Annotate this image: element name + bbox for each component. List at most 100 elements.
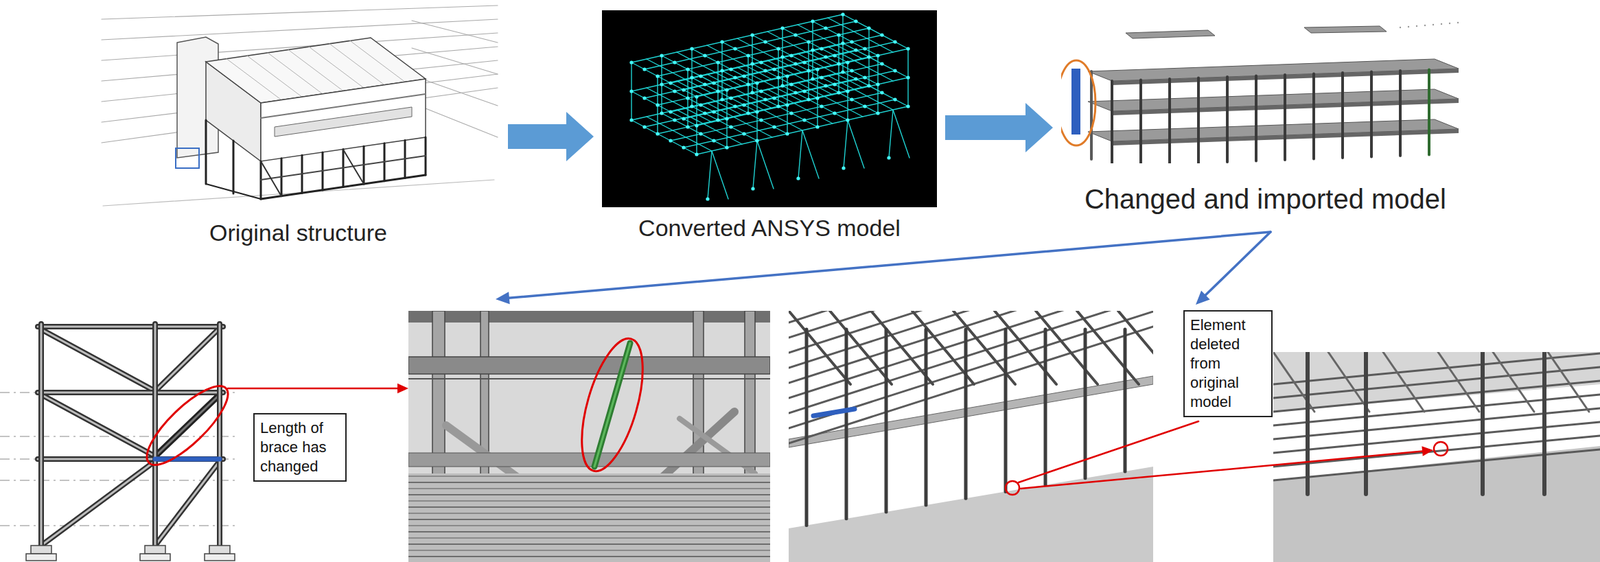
wire-node xyxy=(763,68,767,73)
wire-node xyxy=(694,152,699,156)
wire-beam xyxy=(797,82,863,117)
wire-node xyxy=(698,74,703,78)
wire-beam xyxy=(782,56,848,92)
wire-node xyxy=(789,111,793,115)
model-column xyxy=(1139,80,1143,164)
wire-node xyxy=(823,54,828,59)
wire-node xyxy=(815,96,819,100)
steel-member xyxy=(37,391,224,394)
wire-node xyxy=(810,48,815,52)
floor-slab xyxy=(788,376,1154,448)
wire-node xyxy=(698,131,703,136)
wire-node xyxy=(906,46,910,51)
beam-band xyxy=(408,356,771,375)
slab-line xyxy=(408,543,771,546)
slab-line xyxy=(408,475,771,478)
ansys-wireframe xyxy=(601,10,937,208)
wire-node xyxy=(776,46,780,51)
wire-node xyxy=(785,74,789,78)
roof-line xyxy=(308,46,364,88)
frame-column xyxy=(1363,352,1368,495)
roof-beam xyxy=(1273,394,1600,426)
wire-node xyxy=(755,80,759,85)
beam-band xyxy=(408,310,771,323)
roof-beam xyxy=(788,311,1154,429)
roof-beam xyxy=(1383,352,1425,412)
wire-node xyxy=(698,102,703,107)
floor-slab xyxy=(408,473,771,562)
footing xyxy=(26,553,57,561)
wire-beam xyxy=(737,38,803,73)
steel-member xyxy=(38,323,44,546)
wire-node xyxy=(793,32,797,37)
frame-column xyxy=(1480,352,1485,495)
wire-node xyxy=(741,74,746,78)
wire-node xyxy=(715,118,720,122)
pointer-arrow-head xyxy=(1195,291,1211,305)
wire-node xyxy=(866,83,871,88)
wire-beam xyxy=(661,84,727,119)
wire-node xyxy=(845,118,850,122)
elevation-illustration xyxy=(0,323,237,561)
slab-line xyxy=(408,481,771,484)
wire-beam xyxy=(797,24,863,60)
changed-brace xyxy=(594,343,631,467)
pointer-arrow xyxy=(506,232,1271,299)
steel-member xyxy=(41,329,156,392)
wire-node xyxy=(879,61,884,66)
roof-beam xyxy=(829,310,892,385)
wire-node xyxy=(642,67,646,71)
wire-node xyxy=(832,53,837,57)
wire-node xyxy=(720,68,724,73)
brace-detail-illustration xyxy=(408,310,771,562)
pointer-arrow-head xyxy=(495,291,510,305)
wire-node xyxy=(672,60,677,64)
blue-column xyxy=(1071,68,1081,135)
wire-beam xyxy=(661,55,727,90)
wire-node xyxy=(629,118,633,122)
slab-line xyxy=(408,518,771,521)
roof-beam xyxy=(788,310,1154,414)
steel-beam xyxy=(260,175,426,200)
model-column xyxy=(1283,74,1287,160)
steel-member xyxy=(41,329,156,392)
wire-node xyxy=(642,124,646,129)
wire-beam xyxy=(767,31,833,66)
wire-node xyxy=(724,87,729,92)
wire-node xyxy=(853,76,858,81)
wire-beam xyxy=(812,78,878,114)
roof-area xyxy=(1273,352,1600,412)
wire-node xyxy=(733,75,737,79)
wire-node xyxy=(711,138,716,143)
wire-leg xyxy=(707,151,712,200)
window-strip xyxy=(274,107,412,137)
wire-node xyxy=(689,75,694,79)
changed-brace xyxy=(155,394,220,457)
wire-node xyxy=(702,111,707,115)
caption: Converted ANSYS model xyxy=(638,214,901,242)
wire-node xyxy=(694,123,699,127)
wire-beam xyxy=(676,80,742,116)
footing xyxy=(30,545,52,554)
footing xyxy=(144,545,166,554)
image-panel: Converted ANSYS model xyxy=(601,10,937,208)
wire-node xyxy=(780,83,784,88)
steel-brace xyxy=(343,149,364,184)
frame-column xyxy=(805,329,809,526)
frame-column xyxy=(1123,329,1128,472)
wire-beam xyxy=(676,52,742,87)
blue-beam xyxy=(155,457,220,462)
wire-node xyxy=(793,90,797,95)
wire-node xyxy=(733,104,737,108)
dotted-line xyxy=(1448,22,1451,25)
wire-node xyxy=(763,39,767,44)
closeup-illustration xyxy=(1273,352,1600,562)
wire-node xyxy=(705,196,710,201)
wire-node xyxy=(681,145,686,149)
level-line xyxy=(411,48,498,75)
wire-node xyxy=(755,109,759,114)
beam-band xyxy=(408,453,771,467)
dotted-line xyxy=(1432,24,1434,26)
